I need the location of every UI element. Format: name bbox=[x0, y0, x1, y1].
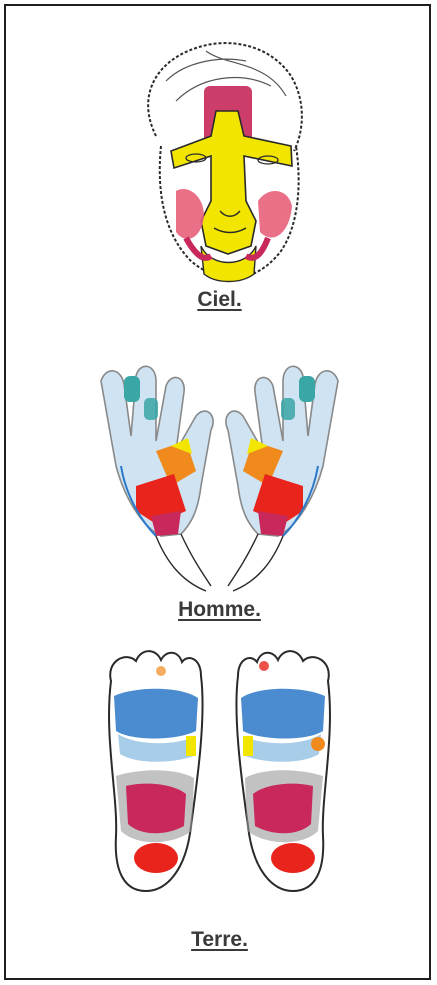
right-foot bbox=[236, 651, 330, 891]
hands-reflexology-map bbox=[6, 346, 433, 636]
feet-panel: Terre. bbox=[6, 636, 433, 976]
caption-man: Homme. bbox=[6, 598, 433, 622]
hands-panel: Homme. bbox=[6, 346, 433, 636]
left-foot bbox=[109, 651, 203, 891]
face-reflexology-map bbox=[6, 6, 433, 326]
right-hand bbox=[226, 366, 338, 591]
caption-earth: Terre. bbox=[6, 928, 433, 952]
face-panel: Ciel. bbox=[6, 6, 433, 326]
left-hand bbox=[101, 366, 213, 591]
feet-reflexology-map bbox=[6, 636, 433, 906]
figure-frame: Ciel. bbox=[4, 4, 431, 980]
caption-heaven: Ciel. bbox=[6, 288, 433, 312]
